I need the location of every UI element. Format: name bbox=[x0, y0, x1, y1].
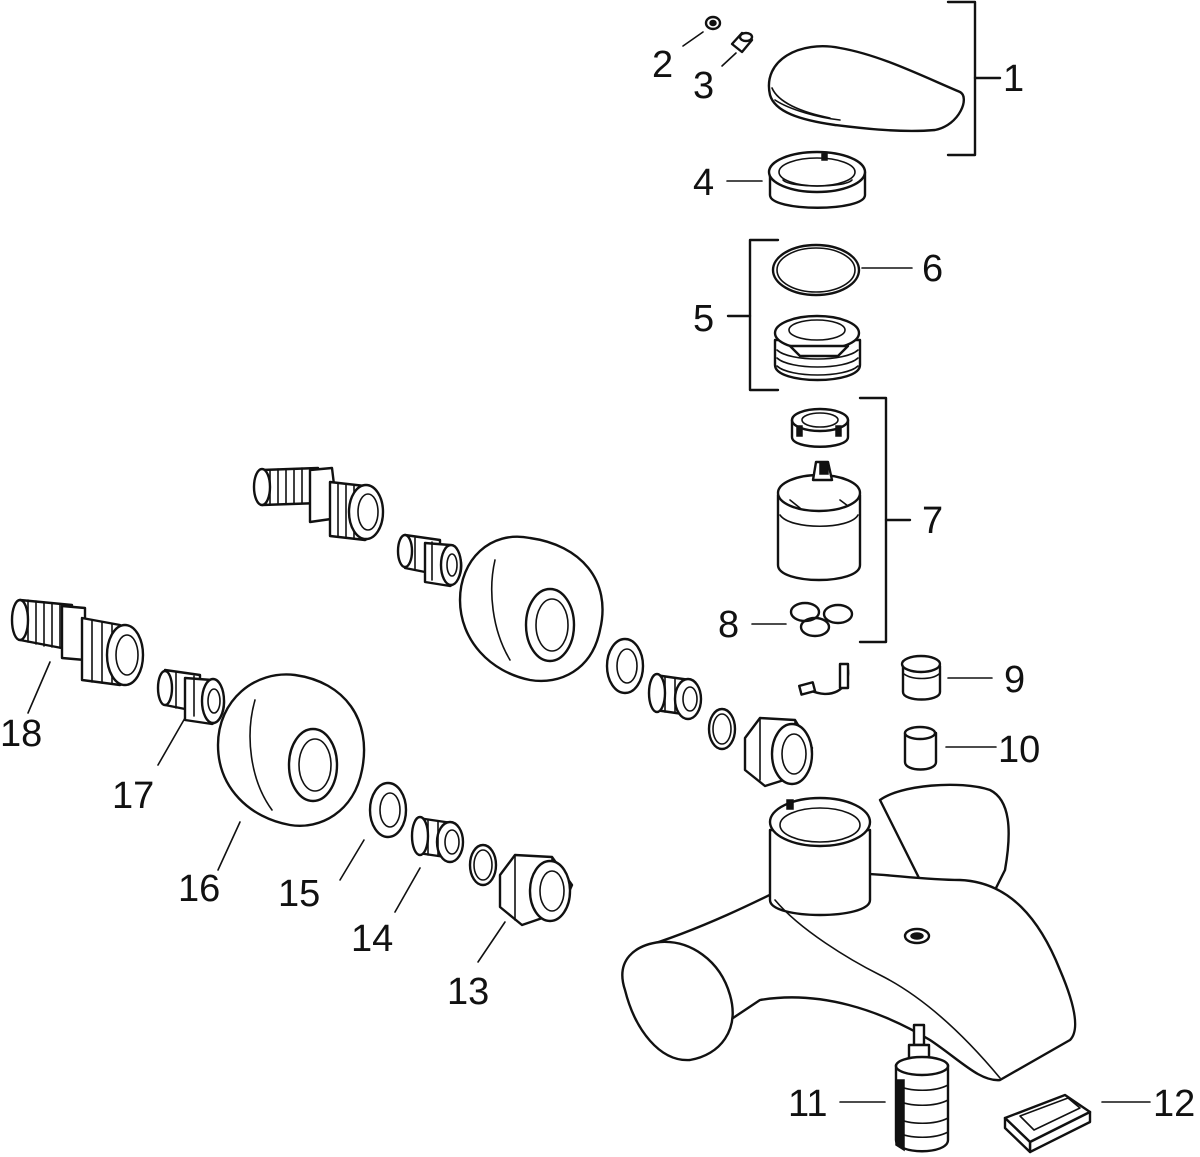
part-12-aerator bbox=[1003, 1093, 1092, 1154]
part-15-washer bbox=[368, 781, 408, 839]
spring-clip-part bbox=[798, 662, 850, 696]
label-part-2: 2 bbox=[652, 44, 673, 86]
leader-15 bbox=[339, 839, 365, 881]
part-18-s-union bbox=[10, 598, 145, 687]
rear-washer bbox=[605, 637, 645, 695]
part-17-filter bbox=[156, 668, 226, 726]
bracket-part-7 bbox=[858, 396, 912, 644]
rear-o-ring bbox=[707, 707, 737, 751]
label-part-5: 5 bbox=[693, 298, 714, 340]
label-part-13: 13 bbox=[447, 971, 489, 1013]
part-4-cover-cap bbox=[767, 150, 867, 209]
label-part-8: 8 bbox=[718, 604, 739, 646]
rear-union bbox=[647, 672, 703, 721]
part-1-lever-handle bbox=[767, 45, 965, 133]
bracket-part-1 bbox=[946, 0, 1002, 157]
label-part-6: 6 bbox=[922, 248, 943, 290]
leader-2 bbox=[682, 31, 704, 47]
label-part-10: 10 bbox=[998, 729, 1040, 771]
bracket-part-5 bbox=[726, 238, 780, 392]
part-8-o-rings bbox=[789, 601, 854, 638]
label-part-3: 3 bbox=[693, 65, 714, 107]
leader-16 bbox=[217, 821, 241, 871]
leader-13 bbox=[477, 921, 506, 963]
label-part-9: 9 bbox=[1004, 659, 1025, 701]
label-part-15: 15 bbox=[278, 873, 320, 915]
leader-17 bbox=[157, 717, 186, 766]
part-2-screw bbox=[704, 15, 722, 31]
part-14-union bbox=[410, 815, 465, 864]
part-3-pin bbox=[730, 31, 754, 54]
rear-filter bbox=[396, 533, 463, 588]
label-part-14: 14 bbox=[351, 918, 393, 960]
label-part-12: 12 bbox=[1153, 1083, 1195, 1125]
leader-18 bbox=[27, 661, 51, 714]
mixer-body bbox=[621, 783, 1077, 1082]
label-part-7: 7 bbox=[922, 500, 943, 542]
part-5-threaded-nut bbox=[773, 314, 862, 382]
part-13-hex-nut bbox=[498, 853, 574, 927]
label-part-4: 4 bbox=[693, 162, 714, 204]
front-o-ring bbox=[468, 843, 498, 887]
rear-rosette bbox=[458, 535, 604, 683]
part-7-cartridge bbox=[776, 407, 862, 582]
rear-hex-nut bbox=[743, 716, 814, 788]
label-part-11: 11 bbox=[788, 1083, 827, 1125]
leader-3 bbox=[721, 52, 737, 67]
part-6-o-ring bbox=[771, 243, 861, 297]
leader-14 bbox=[394, 867, 421, 913]
part-16-rosette bbox=[216, 673, 366, 827]
part-10-sleeve bbox=[903, 725, 938, 771]
label-part-18: 18 bbox=[0, 713, 42, 755]
label-part-17: 17 bbox=[112, 775, 154, 817]
part-9-cap bbox=[900, 654, 942, 701]
part-11-diverter bbox=[894, 1023, 950, 1153]
label-part-1: 1 bbox=[1003, 58, 1024, 100]
label-part-16: 16 bbox=[178, 868, 220, 910]
rear-s-union bbox=[252, 466, 385, 542]
